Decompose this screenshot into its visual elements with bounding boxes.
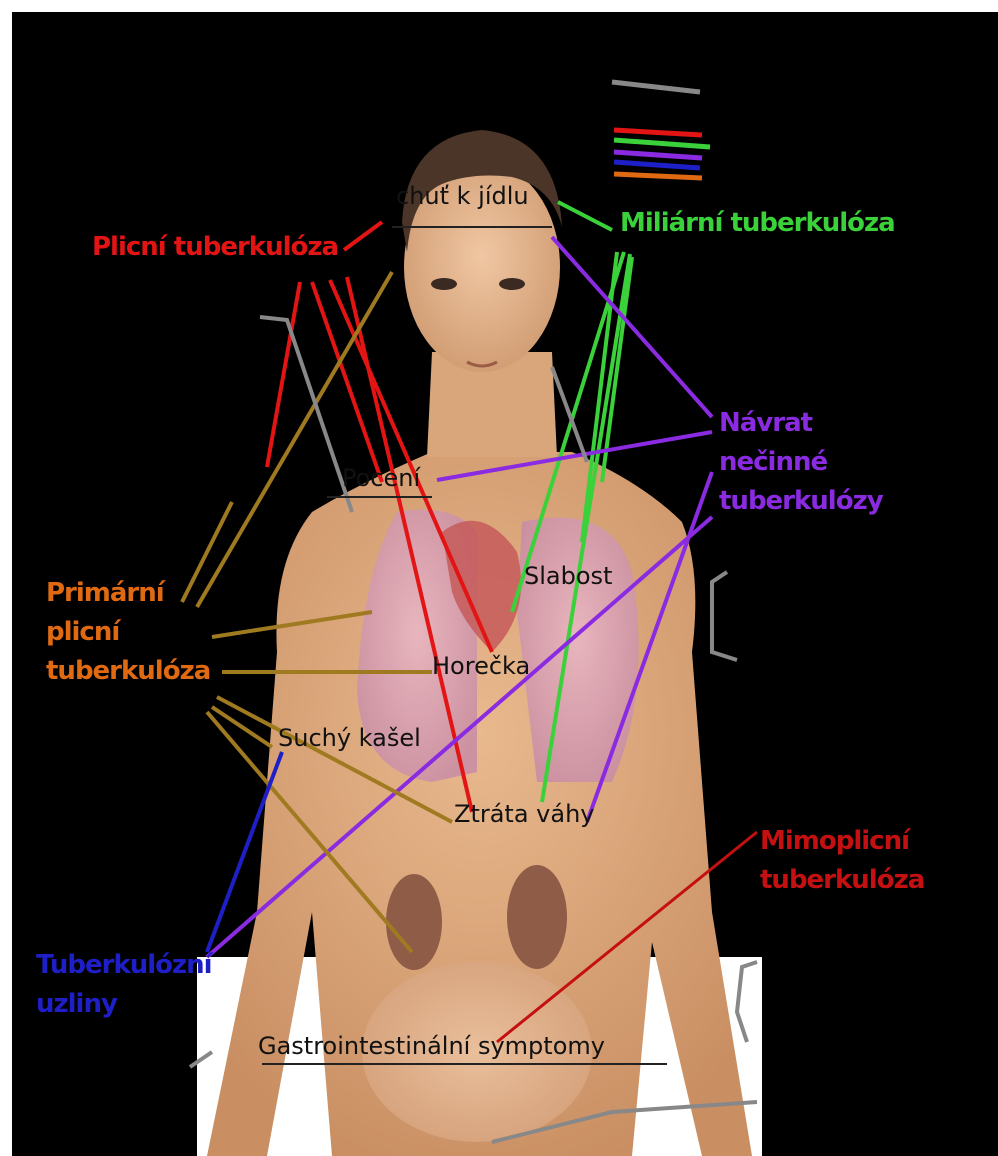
- swatch-red: [614, 130, 702, 135]
- miliary-tb-label: Miliární tuberkulóza: [620, 210, 895, 237]
- symptom-weakness: Slabost: [524, 564, 612, 589]
- pulmonary-tb-label: Plicní tuberkulóza: [92, 234, 338, 261]
- swatch-gray: [612, 82, 700, 92]
- extrapulmonary-tb-label: Mimoplicní tuberkulóza: [760, 822, 924, 900]
- right-kidney: [507, 865, 567, 969]
- lymph-node-tb-label: Tuberkulózní uzliny: [36, 946, 212, 1024]
- symptom-weight-loss: Ztráta váhy: [454, 802, 595, 827]
- right-eye: [499, 278, 525, 290]
- symptom-fever: Horečka: [432, 654, 530, 679]
- right-lung: [517, 518, 639, 782]
- symptom-dry-cough: Suchý kašel: [278, 726, 421, 751]
- symptom-sweating: Pocení: [342, 466, 420, 491]
- diagram-frame: Plicní tuberkulóza Miliární tuberkulóza …: [12, 12, 998, 1156]
- swatch-orange: [614, 174, 702, 178]
- left-eye: [431, 278, 457, 290]
- left-kidney: [386, 874, 442, 970]
- swatch-purple: [614, 152, 702, 158]
- symptom-gastrointestinal: Gastrointestinální symptomy: [258, 1034, 605, 1059]
- primary-tb-label: Primární plicní tuberkulóza: [46, 574, 210, 691]
- reactivation-tb-label: Návrat nečinné tuberkulózy: [719, 404, 883, 521]
- swatch-green: [614, 140, 710, 147]
- swatch-blue: [614, 162, 700, 168]
- symptom-appetite: chuť k jídlu: [396, 184, 529, 209]
